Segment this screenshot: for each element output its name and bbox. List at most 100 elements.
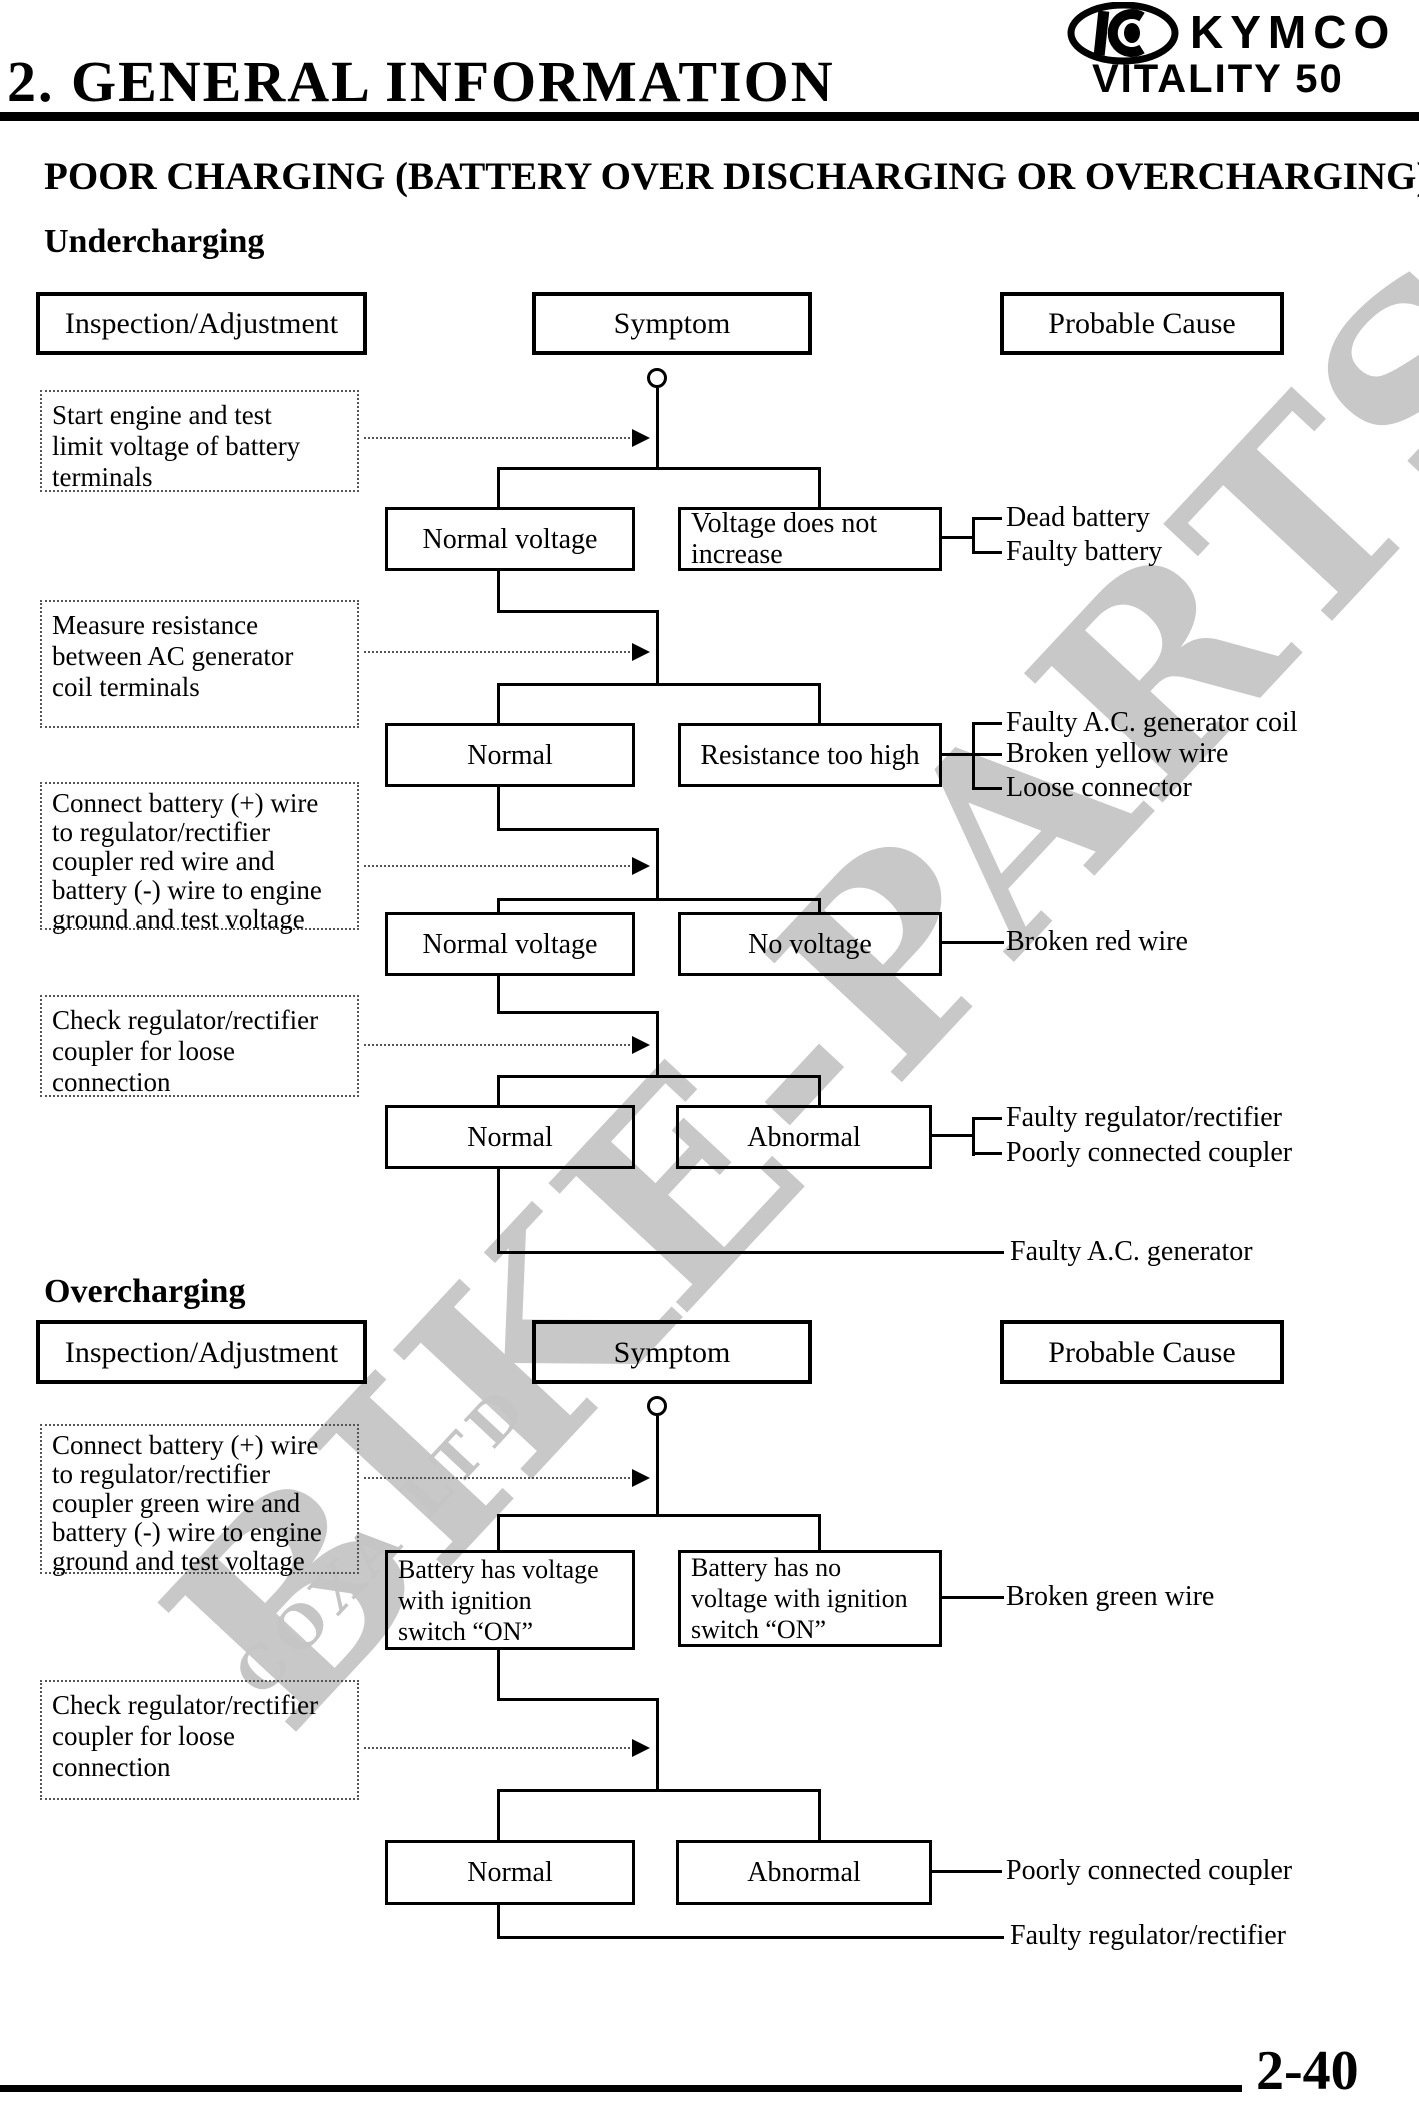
symptom-box: Voltage does not increase — [678, 507, 942, 571]
inspection-step-3: Connect battery (+) wire to regulator/re… — [40, 782, 359, 934]
cause-label: Faulty battery — [1006, 536, 1163, 567]
column-header-probable-cause: Probable Cause — [1000, 292, 1284, 355]
connector-line — [656, 1011, 659, 1075]
connector-line — [818, 467, 821, 507]
cause-label: Faulty A.C. generator coil — [1006, 707, 1298, 738]
brand-name: KYMCO — [1190, 6, 1397, 58]
cause-label: Faulty regulator/rectifier — [1006, 1102, 1282, 1133]
connector-line — [656, 388, 659, 467]
connector-line — [497, 1789, 821, 1792]
connector-line — [972, 1117, 1002, 1120]
connector-line — [497, 1789, 500, 1840]
connector-line — [497, 1169, 500, 1254]
symptom-box: No voltage — [678, 912, 942, 976]
connector-line — [497, 1075, 500, 1105]
dotted-connector — [364, 437, 630, 439]
connector-line — [818, 1514, 821, 1550]
dotted-connector — [364, 1747, 630, 1749]
connector-line — [972, 517, 1002, 520]
connector-line — [942, 1596, 1004, 1599]
connector-line — [497, 1514, 821, 1517]
cause-label: Poorly connected coupler — [1006, 1137, 1293, 1168]
connector-line — [497, 467, 821, 470]
connector-line — [972, 722, 975, 790]
connector-line — [497, 787, 500, 828]
connector-line — [497, 1011, 659, 1014]
inspection-step-2: Check regulator/rectifier coupler for lo… — [40, 1680, 359, 1800]
symptom-box: Resistance too high — [678, 723, 942, 787]
connector-line — [972, 787, 1002, 790]
connector-line — [497, 898, 500, 912]
result-box: Normal — [385, 1105, 635, 1169]
connector-line — [497, 1251, 1004, 1254]
overcharging-heading: Overcharging — [44, 1273, 246, 1310]
connector-line — [818, 1789, 821, 1840]
inspection-step-4: Check regulator/rectifier coupler for lo… — [40, 995, 359, 1097]
page-number: 2-40 — [1256, 2040, 1359, 2102]
arrowhead-icon — [632, 1469, 650, 1487]
connector-line — [497, 1075, 821, 1078]
connector-line — [972, 517, 975, 554]
final-cause-label: Faulty regulator/rectifier — [1010, 1920, 1286, 1951]
arrowhead-icon — [632, 857, 650, 875]
symptom-box: Abnormal — [676, 1840, 932, 1905]
connector-line — [818, 1075, 821, 1105]
final-cause-label: Faulty A.C. generator — [1010, 1236, 1253, 1267]
connector-line — [656, 1698, 659, 1789]
connector-line — [497, 976, 500, 1011]
kymco-logo-icon — [1067, 2, 1179, 65]
header-rule — [0, 112, 1419, 121]
column-header-symptom: Symptom — [532, 292, 812, 355]
connector-line — [656, 1416, 659, 1514]
dotted-connector — [364, 865, 630, 867]
arrowhead-icon — [632, 1036, 650, 1054]
connector-line — [656, 610, 659, 683]
connector-line — [932, 1870, 1002, 1873]
column-header-inspection: Inspection/Adjustment — [36, 1320, 367, 1384]
cause-label: Broken green wire — [1006, 1581, 1215, 1612]
arrowhead-icon — [632, 1739, 650, 1757]
symptom-box: Battery has no voltage with ignition swi… — [678, 1550, 942, 1647]
connector-line — [497, 683, 821, 686]
inspection-step-1: Connect battery (+) wire to regulator/re… — [40, 1424, 359, 1576]
column-header-probable-cause: Probable Cause — [1000, 1320, 1284, 1384]
connector-line — [972, 753, 1002, 756]
dotted-connector — [364, 1477, 630, 1479]
cause-label: Broken red wire — [1006, 926, 1188, 957]
connector-line — [942, 941, 1004, 944]
dotted-connector — [364, 1044, 630, 1046]
connector-line — [972, 1152, 1002, 1155]
connector-line — [942, 753, 975, 756]
model-name: VITALITY 50 — [1092, 57, 1344, 101]
chapter-title: 2. GENERAL INFORMATION — [7, 49, 835, 114]
flow-start-node — [647, 368, 667, 388]
flow-start-node — [647, 1396, 667, 1416]
connector-line — [656, 828, 659, 898]
column-header-symptom: Symptom — [532, 1320, 812, 1384]
column-header-inspection: Inspection/Adjustment — [36, 292, 367, 355]
cause-label: Loose connector — [1006, 772, 1192, 803]
result-box: Normal voltage — [385, 912, 635, 976]
connector-line — [497, 828, 659, 831]
connector-line — [942, 536, 975, 539]
connector-line — [497, 571, 500, 610]
connector-line — [497, 898, 821, 901]
connector-line — [972, 1117, 975, 1156]
connector-line — [818, 898, 821, 912]
inspection-step-1: Start engine and test limit voltage of b… — [40, 390, 359, 492]
connector-line — [497, 683, 500, 723]
inspection-step-2: Measure resistance between AC generator … — [40, 600, 359, 728]
result-box: Normal — [385, 723, 635, 787]
connector-line — [497, 1698, 659, 1701]
result-box: Normal — [385, 1840, 635, 1905]
arrowhead-icon — [632, 429, 650, 447]
cause-label: Poorly connected coupler — [1006, 1855, 1293, 1886]
connector-line — [932, 1134, 975, 1137]
connector-line — [497, 1905, 500, 1938]
cause-label: Broken yellow wire — [1006, 738, 1229, 769]
page-title: POOR CHARGING (BATTERY OVER DISCHARGING … — [44, 155, 1419, 198]
cause-label: Dead battery — [1006, 502, 1150, 533]
undercharging-heading: Undercharging — [44, 223, 265, 260]
connector-line — [497, 467, 500, 507]
